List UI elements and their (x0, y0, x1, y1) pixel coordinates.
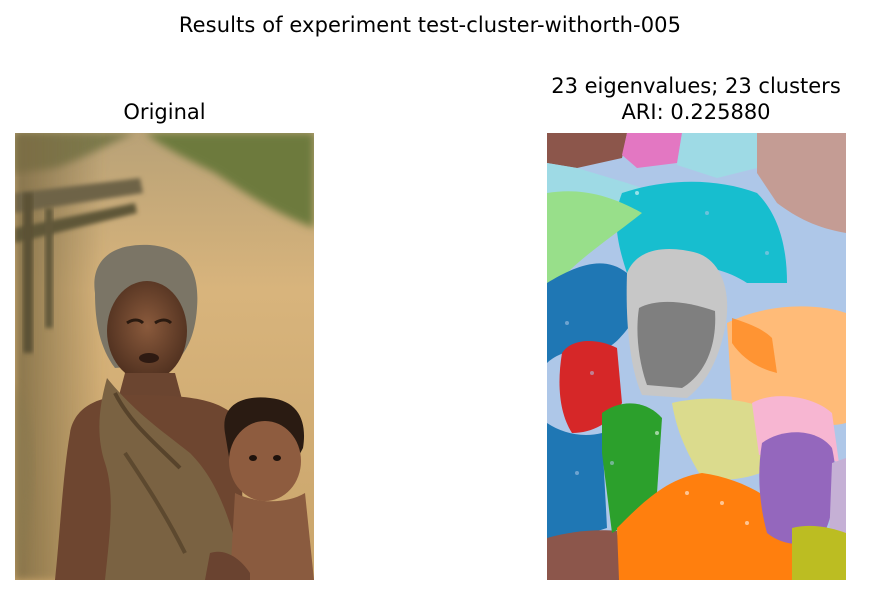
segmentation-title-line-1: 23 eigenvalues; 23 clusters (551, 74, 841, 98)
segmentation-title-line-2: ARI: 0.225880 (621, 100, 771, 124)
segmentation-noise (565, 191, 799, 525)
original-panel-title: Original (123, 100, 206, 124)
original-image (15, 133, 314, 580)
figure-suptitle: Results of experiment test-cluster-witho… (178, 13, 682, 37)
original-photo-illustration (15, 133, 314, 580)
segmentation-panel-title: 23 eigenvalues; 23 clusters ARI: 0.22588… (520, 73, 872, 125)
segmentation-image (547, 133, 846, 580)
segmentation-map (547, 133, 846, 580)
